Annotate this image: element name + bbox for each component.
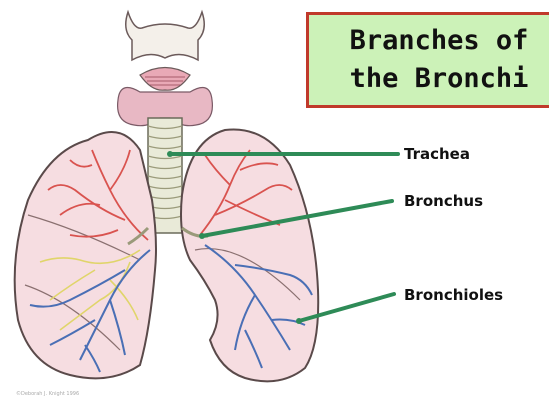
bronchioles-label: Bronchioles (404, 286, 503, 304)
title-box: Branches of the Bronchi (306, 12, 549, 108)
bronchus-label: Bronchus (404, 192, 483, 210)
larynx (126, 12, 205, 90)
trachea-leader-dot (167, 151, 173, 157)
title-line-2: the Bronchi (309, 63, 549, 94)
bronchus-leader-dot (199, 233, 205, 239)
credit-text: ©Deborah J. Knight 1996 (16, 391, 79, 397)
bronchioles-leader-dot (296, 318, 302, 324)
title-line-1: Branches of (309, 25, 549, 56)
trachea-label: Trachea (404, 145, 470, 163)
right-lung (15, 132, 156, 378)
